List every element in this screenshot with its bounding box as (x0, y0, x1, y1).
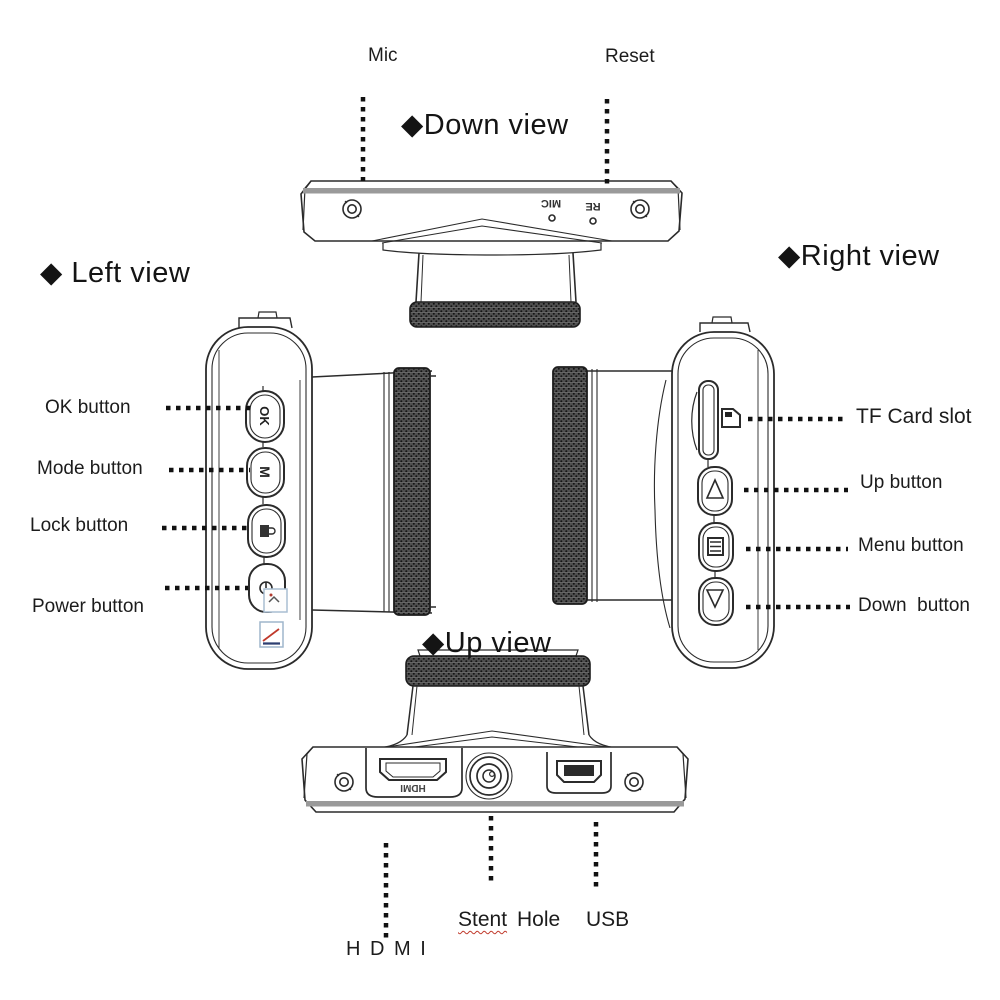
leader-lines (162, 97, 850, 938)
up-button-label: Up button (860, 472, 943, 493)
mic-hole (548, 214, 556, 222)
usb-port-shape (546, 752, 612, 794)
hdmi-label: H D M I (346, 938, 428, 960)
hdmi-port-marking: HDMI (400, 782, 426, 793)
mode-button-marking: M (257, 466, 273, 478)
down-triangle-icon (705, 589, 725, 609)
lens-ring (393, 367, 431, 616)
lens-ring (405, 655, 591, 687)
menu-button-shape (698, 522, 734, 578)
left-view-device: OK M (205, 311, 436, 670)
menu-icon (707, 537, 724, 556)
screw-icon (624, 772, 644, 792)
broken-image-icon (263, 588, 288, 613)
tf-card-slot-label: TF Card slot (856, 405, 972, 428)
reset-label: Reset (605, 46, 655, 67)
down-button-shape (698, 577, 734, 626)
up-triangle-icon (705, 478, 725, 499)
left-view-title: ◆ Left view (40, 257, 191, 289)
right-view-device (552, 316, 775, 669)
usb-label: USB (586, 908, 630, 931)
ok-button-label: OK button (45, 397, 131, 418)
screw-icon (630, 199, 650, 219)
lock-button-label: Lock button (30, 515, 129, 536)
reset-marking: RE (585, 200, 600, 212)
stent-label: Stent (458, 908, 508, 931)
hdmi-port-shape: HDMI (365, 748, 463, 798)
tf-card-slot-shape (691, 380, 719, 467)
lock-button-shape (247, 504, 286, 564)
bottom-edge-band (306, 801, 684, 807)
ok-button-marking: OK (257, 406, 272, 426)
broken-image-icon (259, 621, 284, 648)
up-view-device: HDMI (301, 649, 689, 813)
stent-hole-shape (465, 752, 513, 800)
screw-icon (342, 199, 362, 219)
down-button-label: Down button (858, 595, 970, 616)
mic-marking: MIC (541, 197, 561, 209)
right-view-title: ◆Right view (778, 240, 940, 272)
power-button-label: Power button (32, 596, 144, 617)
up-view-title: ◆Up view (422, 627, 552, 659)
ok-button-shape: OK (245, 386, 285, 447)
up-button-shape (697, 466, 733, 523)
down-view-title: ◆Down view (401, 109, 569, 141)
mic-label: Mic (368, 45, 398, 66)
sd-card-icon (721, 408, 741, 428)
screw-icon (334, 772, 354, 792)
top-edge-band (303, 188, 680, 194)
lens-ring (409, 301, 581, 328)
hole-label: Hole (517, 908, 561, 931)
mode-button-label: Mode button (37, 458, 143, 479)
lens-ring (552, 366, 588, 605)
menu-button-label: Menu button (858, 535, 964, 556)
mode-button-shape: M (246, 447, 285, 504)
reset-hole (589, 217, 597, 225)
down-view-device: MIC RE (300, 180, 683, 328)
lock-icon (260, 525, 276, 537)
